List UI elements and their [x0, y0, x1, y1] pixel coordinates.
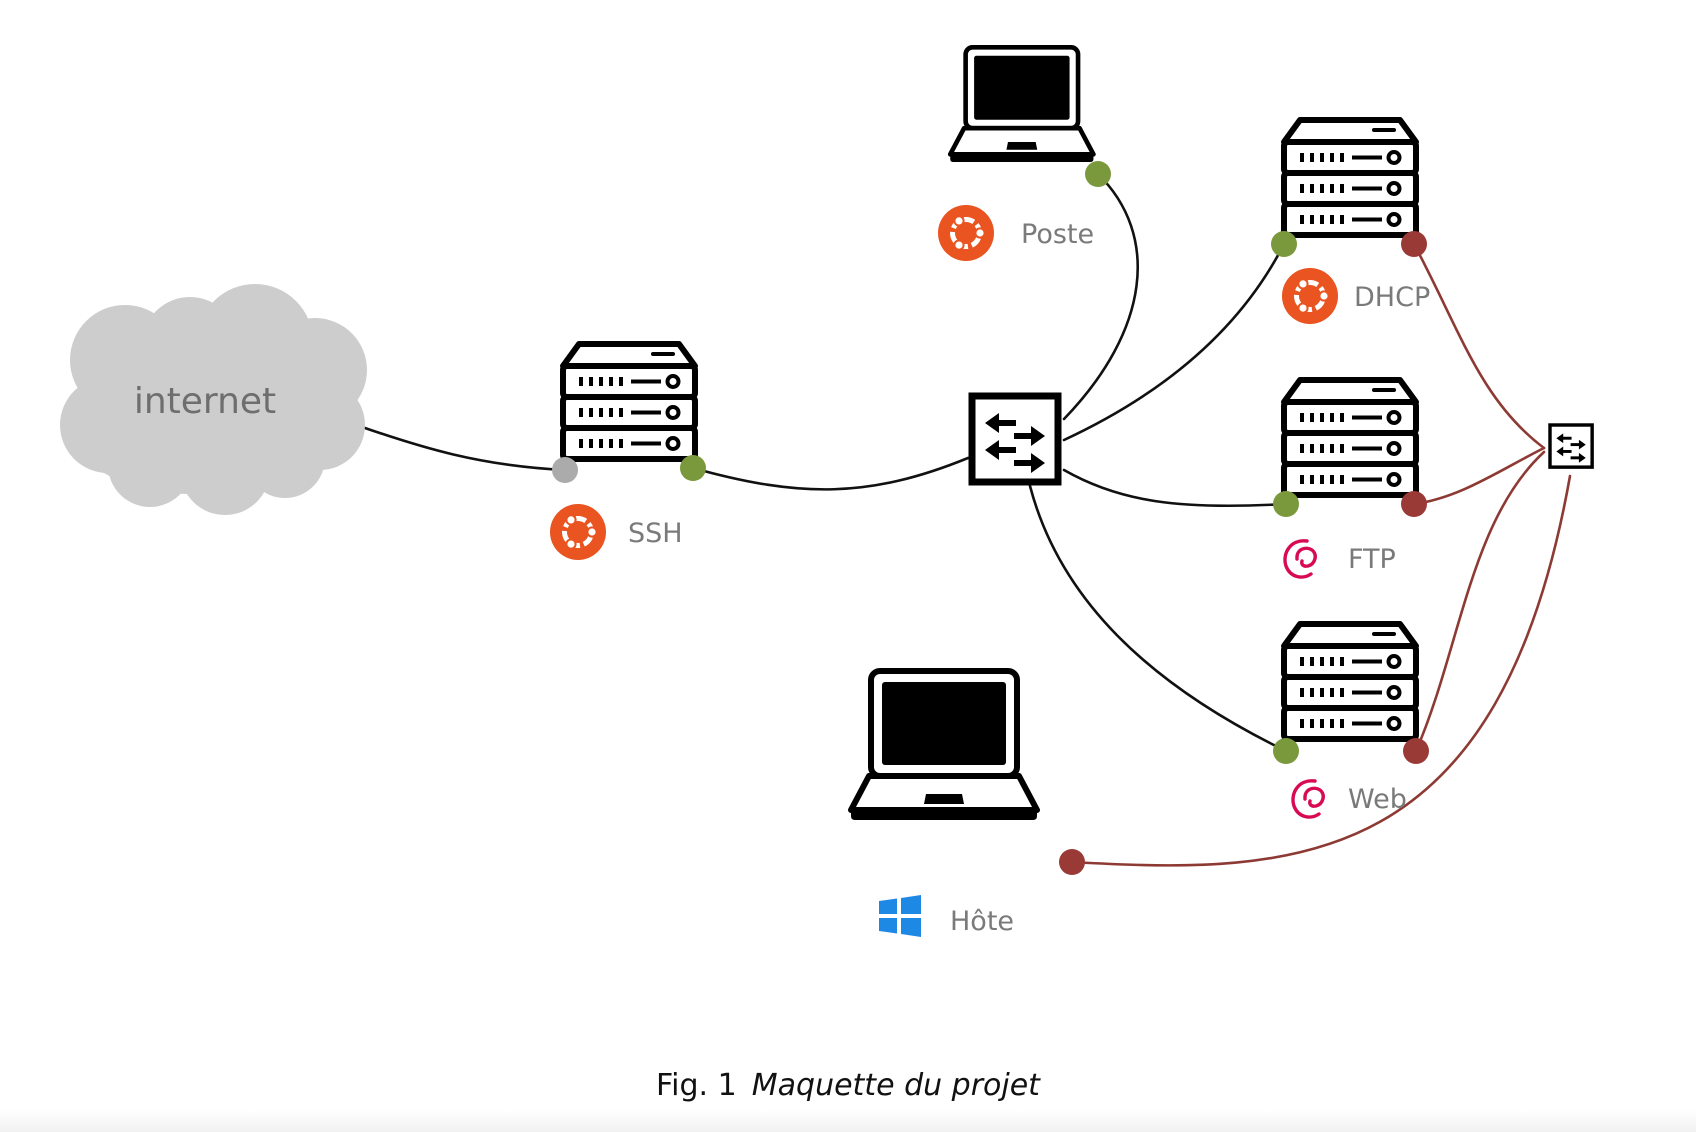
link-ftp-switch: [1062, 468, 1288, 508]
link-ftp-lan: [1412, 446, 1546, 506]
label-poste: Poste: [1021, 219, 1094, 250]
port-web-green: [1273, 738, 1299, 764]
port-web-red: [1403, 738, 1429, 764]
internet-cloud: internet: [60, 284, 367, 515]
server-dhcp: [1284, 120, 1416, 235]
label-web: Web: [1348, 784, 1407, 815]
label-hote: Hôte: [950, 906, 1014, 937]
label-ssh: SSH: [628, 518, 683, 549]
link-ssh-switch: [691, 456, 970, 491]
internet-label: internet: [134, 381, 276, 422]
link-web-switch: [1028, 484, 1288, 753]
link-hote-lan: [1070, 474, 1572, 867]
bottom-shade: [0, 1110, 1696, 1132]
label-ftp: FTP: [1348, 544, 1396, 575]
ubuntu-icon: [550, 504, 606, 560]
figure-caption: Fig. 1 Maquette du projet: [656, 1068, 1041, 1103]
ubuntu-icon: [1282, 268, 1338, 324]
port-hote: [1059, 849, 1085, 875]
laptop-hote: [851, 671, 1037, 820]
link-web-lan: [1414, 450, 1546, 753]
caption-title: Maquette du projet: [752, 1068, 1041, 1103]
link-poste-switch: [1062, 172, 1139, 421]
ubuntu-icon: [938, 205, 994, 261]
main-switch: [972, 396, 1058, 482]
caption-prefix: Fig. 1: [656, 1068, 737, 1103]
port-dhcp-green: [1271, 231, 1297, 257]
label-dhcp: DHCP: [1354, 282, 1430, 313]
server-ssh: [563, 344, 695, 459]
debian-icon: [1283, 539, 1317, 579]
link-dhcp-lan: [1412, 242, 1546, 450]
windows-icon: [879, 895, 921, 937]
server-ftp: [1284, 380, 1416, 495]
link-dhcp-switch: [1062, 242, 1286, 442]
debian-icon: [1291, 779, 1325, 819]
port-poste: [1085, 161, 1111, 187]
port-dhcp-red: [1401, 231, 1427, 257]
ports: [552, 161, 1429, 875]
lan-switch: [1548, 423, 1594, 469]
links: [360, 172, 1572, 867]
port-ssh-wan: [552, 457, 578, 483]
laptop-poste: [950, 47, 1093, 162]
port-ssh-lan: [680, 455, 706, 481]
port-ftp-green: [1273, 491, 1299, 517]
server-web: [1284, 624, 1416, 739]
link-internet-ssh: [360, 425, 567, 472]
port-ftp-red: [1401, 491, 1427, 517]
